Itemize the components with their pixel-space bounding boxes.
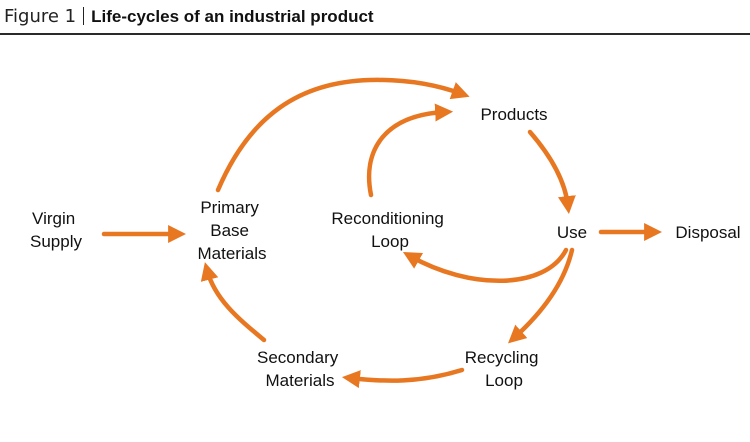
header-rule <box>0 33 750 35</box>
node-products: Products <box>480 105 547 124</box>
edge-secondary-to-primary <box>200 262 267 343</box>
figure-label: Figure 1 <box>4 6 77 27</box>
title-separator <box>83 7 85 25</box>
figure-title: Life-cycles of an industrial product <box>91 7 374 26</box>
edge-recycling-to-secondary <box>341 367 465 389</box>
node-primary-base-materials: Primary Base Materials <box>198 198 267 263</box>
node-virgin-supply: Virgin Supply <box>30 209 82 251</box>
edge-use-to-recon <box>402 247 569 283</box>
node-reconditioning-loop: Reconditioning Loop <box>331 209 448 251</box>
node-recycling-loop: Recycling Loop <box>465 348 543 390</box>
figure-header: Figure 1 Life-cycles of an industrial pro… <box>4 4 374 30</box>
edge-products-to-use <box>527 129 576 215</box>
edge-primary-to-products <box>215 77 470 193</box>
node-disposal: Disposal <box>675 223 740 242</box>
node-use: Use <box>557 223 587 242</box>
edge-recon-to-products <box>366 103 454 198</box>
edge-use-to-recycling <box>507 247 575 344</box>
node-secondary-materials: Secondary Materials <box>257 348 343 390</box>
